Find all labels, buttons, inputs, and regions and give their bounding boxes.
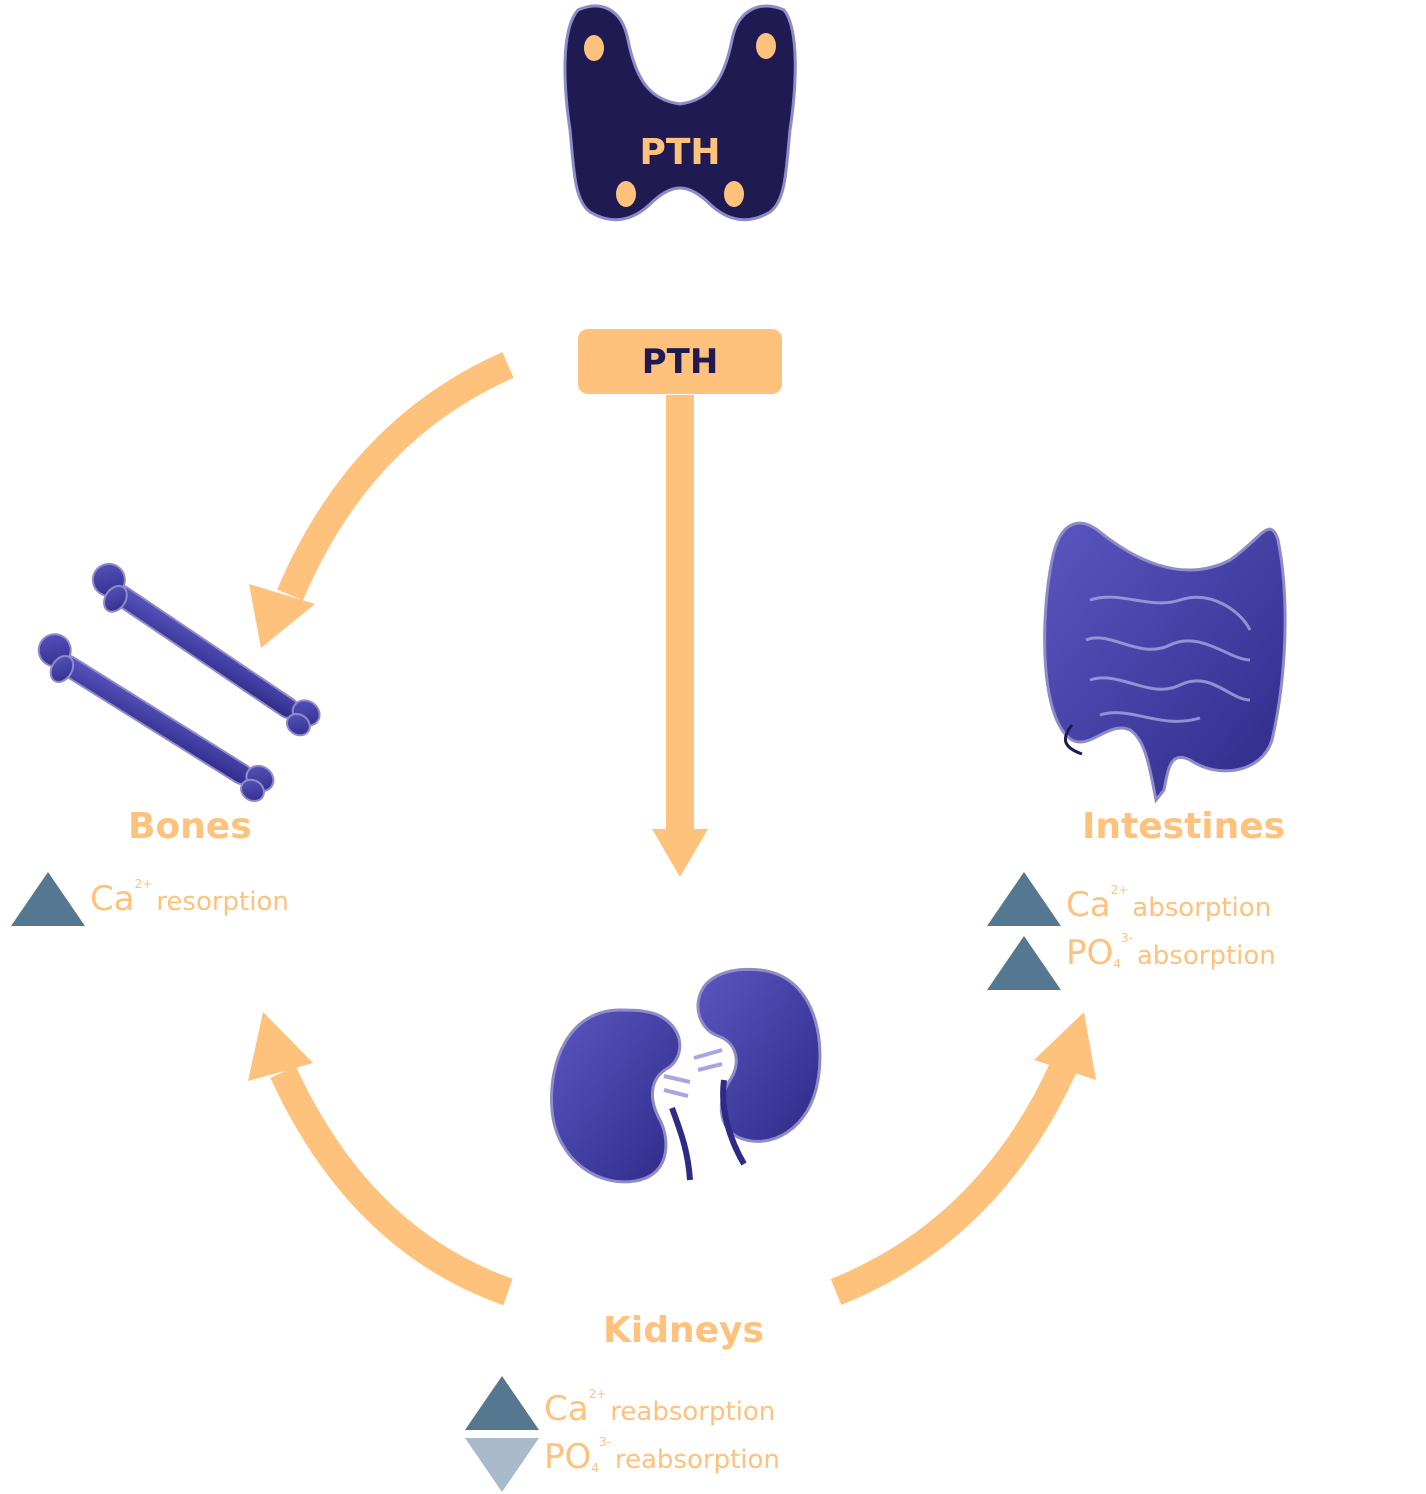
kidneys-effect-1: PO4 3-reabsorption [544, 1436, 780, 1477]
ion-symbol: Ca [90, 879, 135, 919]
increase-triangle-icon [987, 872, 1061, 926]
pth-hormone-box: PTH [578, 329, 782, 394]
gland-label: PTH [639, 132, 721, 173]
arrowhead-kidneys-bones [248, 1012, 313, 1081]
effect-process: absorption [1136, 941, 1276, 971]
increase-triangle-icon [987, 936, 1061, 990]
effect-process: reabsorption [610, 1397, 776, 1427]
arrows [270, 352, 1077, 1306]
arrow-to-bones [277, 352, 514, 601]
parathyroid-spot-icon [584, 35, 604, 61]
arrowhead-kidneys [652, 829, 708, 877]
arrow-kidneys-to-intestines [830, 1060, 1077, 1305]
ion-charge: 3- [598, 1435, 611, 1449]
ion-symbol: PO [1066, 933, 1114, 973]
effect-process: reabsorption [614, 1445, 780, 1475]
ion-subscript: 4 [1113, 957, 1121, 971]
increase-triangle-icon [465, 1376, 539, 1430]
ion-charge: 2+ [134, 877, 153, 891]
intestines-effect-1: PO4 3-absorption [1066, 932, 1276, 973]
bones-label: Bones [128, 806, 252, 847]
bone-icon [37, 562, 321, 802]
kidneys-label: Kidneys [603, 1310, 764, 1351]
bones-effect-0: Ca2+resorption [90, 878, 289, 919]
ion-charge: 2+ [1110, 883, 1129, 897]
effect-process: absorption [1132, 893, 1272, 923]
parathyroid-gland-icon [563, 4, 797, 222]
pth-box-label: PTH [641, 341, 719, 382]
parathyroid-spot-icon [616, 181, 636, 207]
ion-symbol: Ca [544, 1389, 589, 1429]
intestines-label: Intestines [1082, 806, 1286, 847]
intestines-icon [1043, 521, 1287, 804]
kidney-icon [550, 967, 822, 1184]
ion-symbol: Ca [1066, 885, 1111, 925]
parathyroid-spot-icon [756, 33, 776, 59]
kidneys-effect-0: Ca2+reabsorption [544, 1388, 776, 1429]
ion-charge: 2+ [588, 1387, 607, 1401]
increase-triangle-icon [11, 872, 85, 926]
ion-subscript: 4 [591, 1461, 599, 1475]
arrowhead-bones [249, 584, 315, 648]
arrowhead-kidneys-intestines [1034, 1012, 1096, 1080]
effect-process: resorption [156, 887, 289, 917]
parathyroid-spot-icon [724, 181, 744, 207]
arrow-kidneys-to-bones [270, 1066, 513, 1306]
ion-symbol: PO [544, 1437, 592, 1477]
ion-charge: 3- [1120, 931, 1133, 945]
intestines-effect-0: Ca2+absorption [1066, 884, 1272, 925]
arrowheads [248, 584, 1096, 1081]
decrease-triangle-icon [465, 1438, 539, 1492]
